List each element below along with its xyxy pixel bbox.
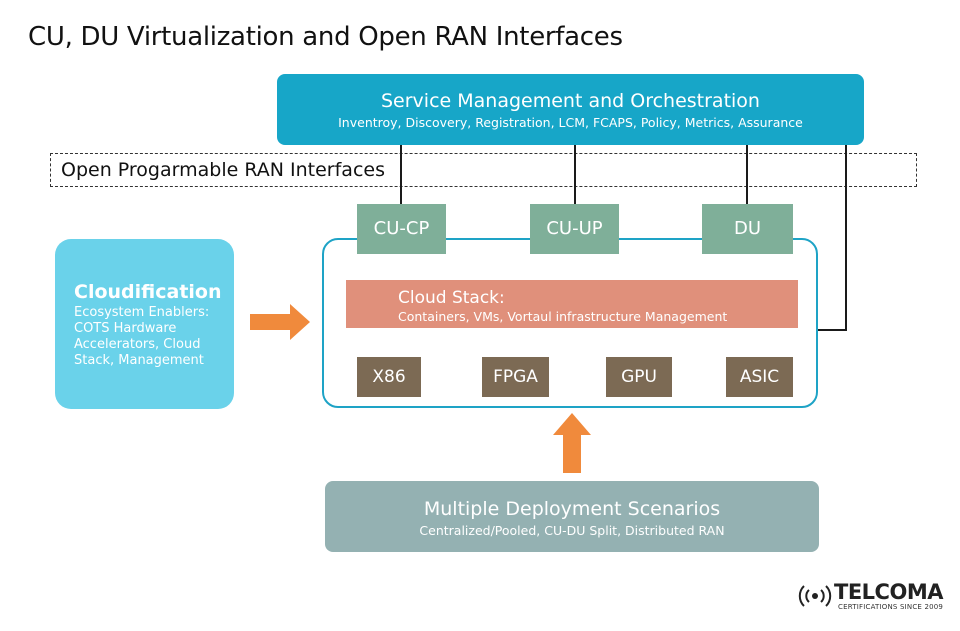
open-ran-interfaces-band: Open Progarmable RAN Interfaces xyxy=(50,153,917,187)
up-arrow-icon xyxy=(553,413,591,473)
open-ran-interfaces-label: Open Progarmable RAN Interfaces xyxy=(61,159,385,181)
asic-box: ASIC xyxy=(726,357,793,397)
page-title: CU, DU Virtualization and Open RAN Inter… xyxy=(28,22,623,52)
connector-cloud-stack-right xyxy=(798,329,847,331)
cloud-stack-box: Cloud Stack: Containers, VMs, Vortaul in… xyxy=(346,280,798,328)
cloudification-title: Cloudification xyxy=(74,281,222,303)
smo-subtitle: Inventroy, Discovery, Registration, LCM,… xyxy=(338,115,803,130)
cloud-stack-subtitle: Containers, VMs, Vortaul infrastructure … xyxy=(398,309,728,324)
telcoma-logo: TELCOMA CERTIFICATIONS SINCE 2009 xyxy=(798,580,948,616)
signal-icon xyxy=(798,585,832,607)
smo-box: Service Management and Orchestration Inv… xyxy=(277,74,864,145)
cu-up-box: CU-UP xyxy=(530,204,619,254)
connector-overlay-right xyxy=(845,153,847,187)
smo-title: Service Management and Orchestration xyxy=(381,90,760,112)
gpu-box: GPU xyxy=(606,357,672,397)
right-arrow-icon xyxy=(250,304,310,340)
cloudification-description: Ecosystem Enablers: COTS Hardware Accele… xyxy=(74,305,210,368)
deployment-title: Multiple Deployment Scenarios xyxy=(423,498,721,520)
cloudification-box: Cloudification Ecosystem Enablers: COTS … xyxy=(55,239,234,409)
connector-smo-cloud-right xyxy=(845,145,847,331)
cloud-stack-title: Cloud Stack: xyxy=(398,288,505,308)
deployment-subtitle: Centralized/Pooled, CU-DU Split, Distrib… xyxy=(419,523,725,538)
fpga-box: FPGA xyxy=(482,357,549,397)
deployment-scenarios-box: Multiple Deployment Scenarios Centralize… xyxy=(325,481,819,552)
du-box: DU xyxy=(702,204,793,254)
logo-name: TELCOMA xyxy=(834,580,943,604)
connector-overlay-du xyxy=(746,153,748,187)
x86-box: X86 xyxy=(357,357,421,397)
logo-tagline: CERTIFICATIONS SINCE 2009 xyxy=(838,603,944,611)
connector-overlay-cu-cp xyxy=(400,153,402,187)
connector-overlay-cu-up xyxy=(574,153,576,187)
cu-cp-box: CU-CP xyxy=(357,204,446,254)
